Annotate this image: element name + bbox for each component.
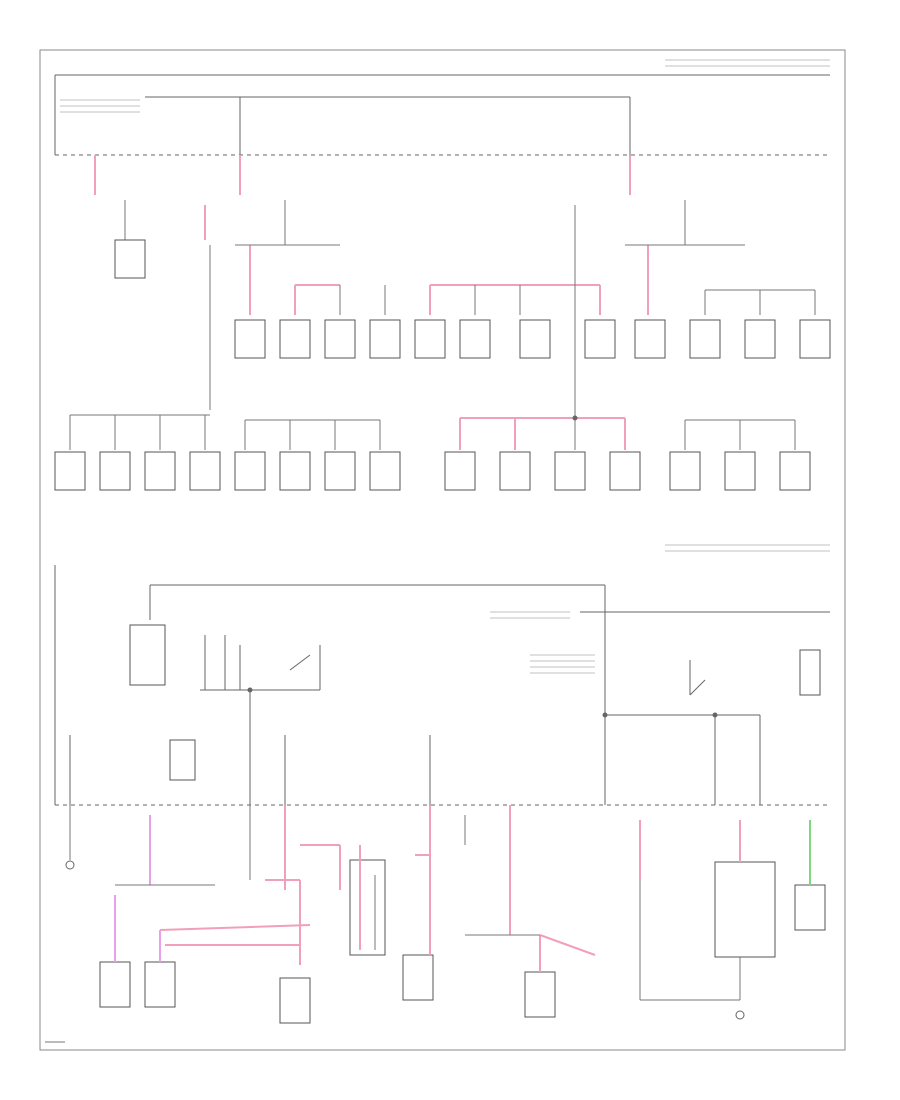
component-box [169,739,196,781]
component-box [524,971,556,1018]
component-box [669,451,701,491]
component-box [234,319,266,359]
component-box [799,319,831,359]
component-box [584,319,616,359]
component-box [779,451,811,491]
component-box [402,954,434,1001]
bottom-structure [54,565,830,806]
component-box [279,977,311,1024]
component-box [689,319,721,359]
label-marks [60,59,830,674]
component-box [499,451,531,491]
component-box [459,319,491,359]
diagram-frame [39,49,846,1051]
bottom-components [99,624,826,1024]
top-feed-wires [94,155,649,450]
component-box [444,451,476,491]
component-box [554,451,586,491]
component-box [114,239,146,279]
component-box [414,319,446,359]
component-box [54,451,86,491]
component-box [279,451,311,491]
component-box [279,319,311,359]
component-box [744,319,776,359]
component-box [369,319,401,359]
component-box [234,451,266,491]
bottom-pink-wires [159,805,741,972]
component-box [189,451,221,491]
relay-box [129,624,166,686]
component-box [609,451,641,491]
component-box [144,961,176,1008]
top-fuse-block [54,74,830,156]
component-box [324,451,356,491]
bottom-magenta-wires [114,815,161,962]
connectors [65,415,745,1020]
top-gray-wires [69,200,816,450]
bottom-gray-wires [69,805,741,1001]
top-components [54,239,831,491]
component-box [634,319,666,359]
component-box [99,451,131,491]
component-box [799,649,821,696]
component-box [324,319,356,359]
module-box [349,859,386,956]
component-box [794,884,826,931]
component-box [369,451,401,491]
component-box [724,451,756,491]
component-box [519,319,551,359]
module-box [714,861,776,958]
component-box [99,961,131,1008]
component-box [144,451,176,491]
